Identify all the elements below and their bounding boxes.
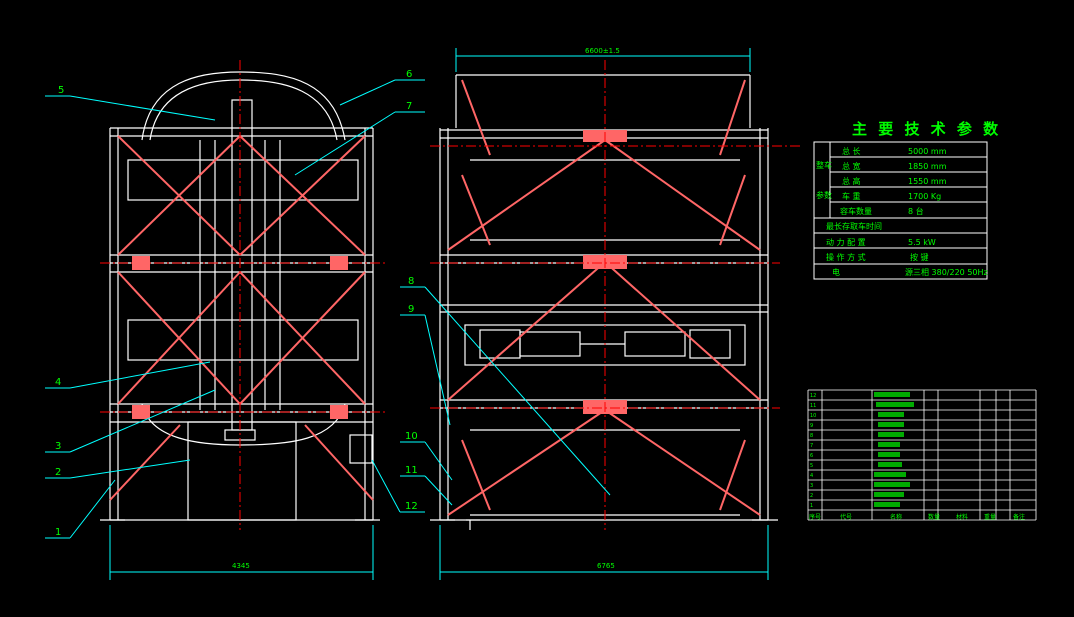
param-value-weight: 1700 Kg [908,192,941,201]
callout-12: 12 [405,501,418,512]
param-label-power-supply: 电 [832,267,840,277]
parts-header-name: 名称 [890,513,902,521]
params-title: 主 要 技 术 参 数 [852,120,1002,138]
right-width-dimension: 6765 [597,562,615,570]
parts-list-table: 12 11 10 9 8 7 6 5 4 3 2 1 序号 代号 名称 数量 材料 重量 备注 [807,389,1037,521]
parts-header-qty: 数量 [928,513,940,521]
callout-8: 8 [408,276,414,287]
callout-5: 5 [58,85,64,96]
right-elevation-view: 6600±1.5 6765 [430,47,800,580]
right-top-dimension: 6600±1.5 [585,47,620,55]
callout-6: 6 [406,69,412,80]
param-value-height: 1550 mm [908,177,947,186]
parts-row-number: 8 [810,433,813,439]
parts-row-number: 10 [810,413,816,419]
param-value-power-supply: 源三相 380/220 50Hz [905,267,988,277]
param-label-length: 总 长 [842,146,861,156]
parts-row-number: 5 [810,463,813,469]
param-value-width: 1850 mm [908,162,947,171]
parts-row-number: 9 [810,423,813,429]
param-label-operation: 操 作 方 式 [826,252,866,262]
callout-3: 3 [55,441,61,452]
parts-row-number: 6 [810,453,813,459]
callout-11: 11 [405,465,418,476]
parts-row-number: 1 [810,503,813,509]
parts-row-number: 12 [810,393,816,399]
parts-row-number: 3 [810,483,813,489]
param-value-capacity: 8 台 [908,206,924,216]
param-label-height: 总 高 [842,176,861,186]
param-side-label-top: 整车 [816,160,832,170]
parts-row-number: 11 [810,403,816,409]
param-label-width: 总 宽 [842,161,861,171]
param-side-label-bottom: 参数 [816,190,832,200]
callout-2: 2 [55,467,61,478]
param-label-capacity: 容车数量 [840,206,872,216]
param-value-power: 5.5 kW [908,238,936,247]
callout-10: 10 [405,431,418,442]
callout-1: 1 [55,527,61,538]
parts-header-index: 序号 [809,513,821,521]
parts-row-number: 7 [810,443,813,449]
param-label-weight: 车 重 [842,191,861,201]
parts-header-weight: 重量 [984,513,996,521]
parts-row-number: 2 [810,493,813,499]
left-width-dimension: 4345 [232,562,250,570]
left-elevation-view: 4345 [100,60,385,580]
parts-header-remark: 备注 [1013,513,1025,521]
callout-9: 9 [408,304,414,315]
parts-name-cells [874,392,914,507]
param-value-operation: 按 键 [910,252,929,262]
callout-leaders [45,79,611,539]
parts-header-material: 材料 [956,513,968,521]
callout-7: 7 [406,101,412,112]
parts-row-number: 4 [810,473,813,479]
callout-4: 4 [55,377,61,388]
parameter-table: 整车 参数 总 长 5000 mm 总 宽 1850 mm 总 高 1550 m… [813,141,988,280]
param-value-length: 5000 mm [908,147,947,156]
parts-header-code: 代号 [840,513,852,521]
param-label-access-time: 最长存取车时间 [826,221,882,231]
param-label-power: 动 力 配 置 [826,237,866,247]
